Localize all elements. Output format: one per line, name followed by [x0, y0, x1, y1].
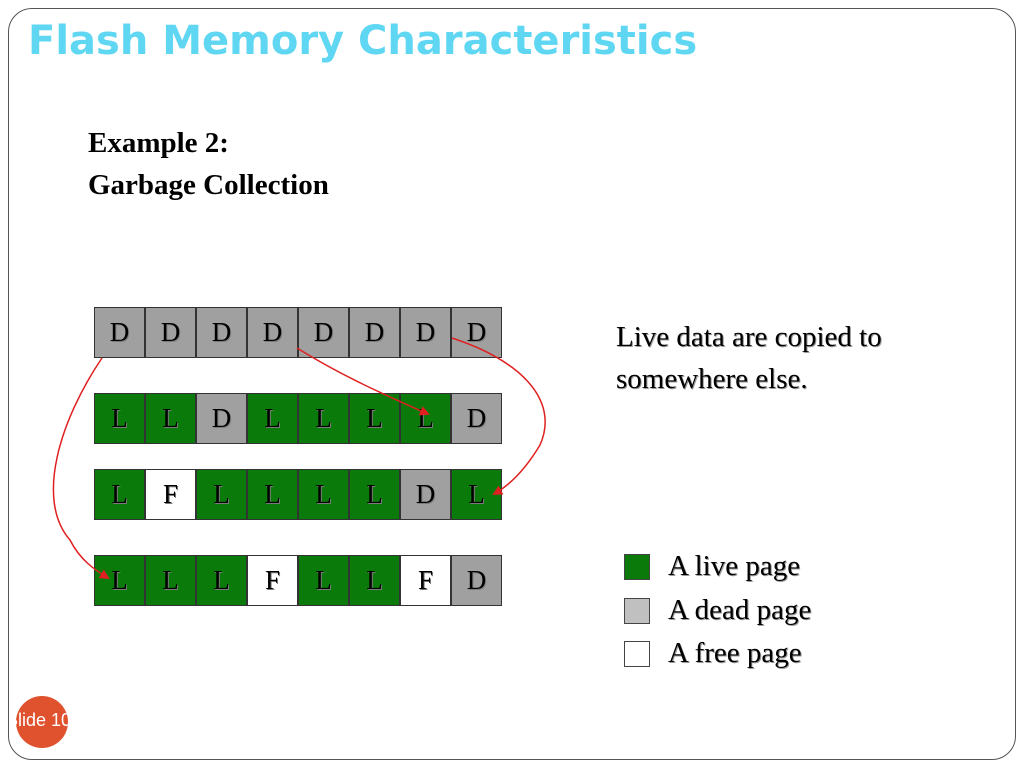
slide-number-badge: Slide 10 — [16, 696, 68, 748]
legend-free: A free page — [624, 637, 802, 670]
page-cell: L — [349, 555, 400, 606]
page-cell: D — [451, 555, 502, 606]
page-cell: L — [94, 393, 145, 444]
page-cell: F — [247, 555, 298, 606]
page-cell: L — [196, 555, 247, 606]
live-swatch — [624, 553, 650, 580]
page-cell: L — [298, 469, 349, 520]
page-cell: L — [145, 393, 196, 444]
block-row-3: L F L L L L D L — [94, 469, 502, 520]
page-cell: L — [298, 393, 349, 444]
example-heading-line2: Garbage Collection — [88, 169, 329, 201]
page-cell: D — [247, 307, 298, 358]
page-cell: D — [196, 307, 247, 358]
legend-dead: A dead page — [624, 594, 811, 627]
page-cell: L — [298, 555, 349, 606]
legend-live: A live page — [624, 550, 800, 583]
page-cell: L — [196, 469, 247, 520]
copy-note-line1: Live data are copied to — [616, 321, 882, 353]
example-heading-line1: Example 2: — [88, 127, 229, 159]
dead-swatch — [624, 597, 650, 624]
page-cell: L — [451, 469, 502, 520]
page-cell: L — [349, 393, 400, 444]
legend-free-label: A free page — [668, 637, 802, 669]
legend-dead-label: A dead page — [668, 594, 812, 626]
page-cell: L — [94, 555, 145, 606]
page-cell: L — [349, 469, 400, 520]
example-heading: Example 2: Garbage Collection — [88, 122, 329, 206]
free-swatch — [624, 640, 650, 667]
block-row-4: L L L F L L F D — [94, 555, 502, 606]
page-cell: L — [145, 555, 196, 606]
page-cell: D — [94, 307, 145, 358]
block-row-2: L L D L L L L D — [94, 393, 502, 444]
slide-title: Flash Memory Characteristics — [28, 18, 698, 64]
copy-note: Live data are copied to somewhere else. — [616, 316, 882, 400]
page-cell: L — [247, 393, 298, 444]
page-cell: F — [145, 469, 196, 520]
page-cell: F — [400, 555, 451, 606]
page-cell: L — [247, 469, 298, 520]
page-cell: D — [196, 393, 247, 444]
slide-number-label: Slide 10 — [16, 710, 68, 730]
page-cell: D — [145, 307, 196, 358]
copy-note-line2: somewhere else. — [616, 363, 808, 395]
page-cell: D — [349, 307, 400, 358]
page-cell: D — [451, 307, 502, 358]
block-row-1: D D D D D D D D — [94, 307, 502, 358]
page-cell: L — [400, 393, 451, 444]
page-cell: D — [400, 469, 451, 520]
page-cell: D — [451, 393, 502, 444]
legend-live-label: A live page — [668, 550, 801, 582]
page-cell: D — [298, 307, 349, 358]
page-cell: D — [400, 307, 451, 358]
page-cell: L — [94, 469, 145, 520]
